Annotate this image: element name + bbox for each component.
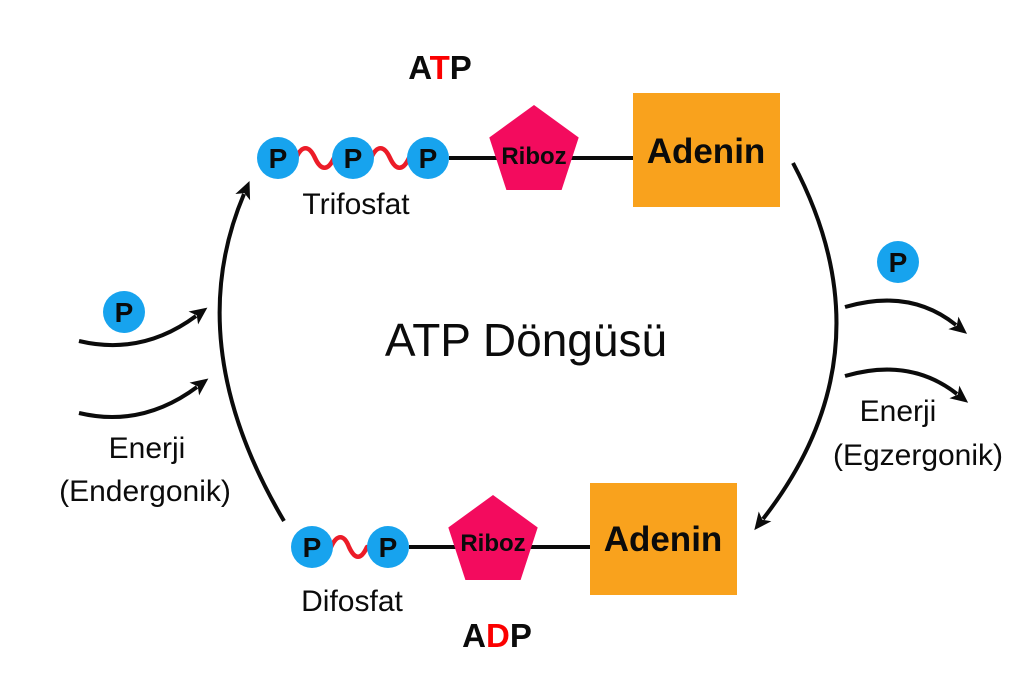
endergonic-energy-group: P Enerji (Endergonik) (59, 291, 231, 508)
energy-arrow (78, 378, 209, 419)
high-energy-bond (293, 146, 337, 170)
cycle-title: ATP Döngüsü (385, 314, 667, 366)
phosphate-circle (332, 137, 374, 179)
free-phosphate-circle (103, 291, 145, 333)
adp-molecule: P P Difosfat Riboz Adenin (291, 483, 737, 618)
adenine-box (590, 483, 737, 595)
energy-label-line2: (Egzergonik) (833, 439, 1003, 472)
high-energy-bond (328, 535, 370, 559)
difosfat-label: Difosfat (301, 585, 403, 618)
high-energy-bond (368, 146, 412, 170)
phosphate-circle (407, 137, 449, 179)
energy-label-line1: Enerji (109, 432, 186, 465)
atp-letter-a: A (408, 49, 431, 86)
free-phosphate-circle (877, 241, 919, 283)
phosphate-label: P (344, 143, 363, 174)
phosphate-label: P (269, 143, 288, 174)
atp-letter-t: T (430, 49, 450, 86)
atp-molecule: P P P Trifosfat Riboz Adenin (257, 93, 780, 221)
phosphate-circle (367, 526, 409, 568)
energy-arrow (844, 298, 968, 334)
adp-letter-d: D (486, 617, 510, 654)
energy-arrow (844, 367, 969, 403)
exergonic-energy-group: P Enerji (Egzergonik) (833, 241, 1003, 472)
adenine-box (633, 93, 780, 207)
ribose-pentagon (489, 105, 579, 190)
energy-arrow (78, 307, 208, 348)
phosphate-circle (257, 137, 299, 179)
phosphate-label: P (419, 143, 438, 174)
trifosfat-label: Trifosfat (302, 188, 410, 221)
phosphate-circle (291, 526, 333, 568)
cycle-arc-left-up (217, 180, 286, 523)
adenin-label: Adenin (604, 520, 723, 559)
adenin-label: Adenin (647, 132, 766, 171)
phosphate-label: P (889, 247, 908, 278)
riboz-label: Riboz (501, 143, 566, 170)
ribose-pentagon (448, 495, 538, 580)
energy-label-line1: Enerji (860, 395, 937, 428)
adp-letter-p: P (510, 617, 532, 654)
energy-label-line2: (Endergonik) (59, 475, 231, 508)
adp-letter-a: A (462, 617, 486, 654)
phosphate-label: P (379, 532, 398, 563)
adp-label: ADP (462, 617, 532, 654)
atp-letter-p: P (450, 49, 472, 86)
atp-label: ATP (408, 49, 472, 86)
cycle-arc-right-down (754, 162, 839, 531)
phosphate-label: P (303, 532, 322, 563)
phosphate-label: P (115, 297, 134, 328)
riboz-label: Riboz (460, 530, 525, 557)
